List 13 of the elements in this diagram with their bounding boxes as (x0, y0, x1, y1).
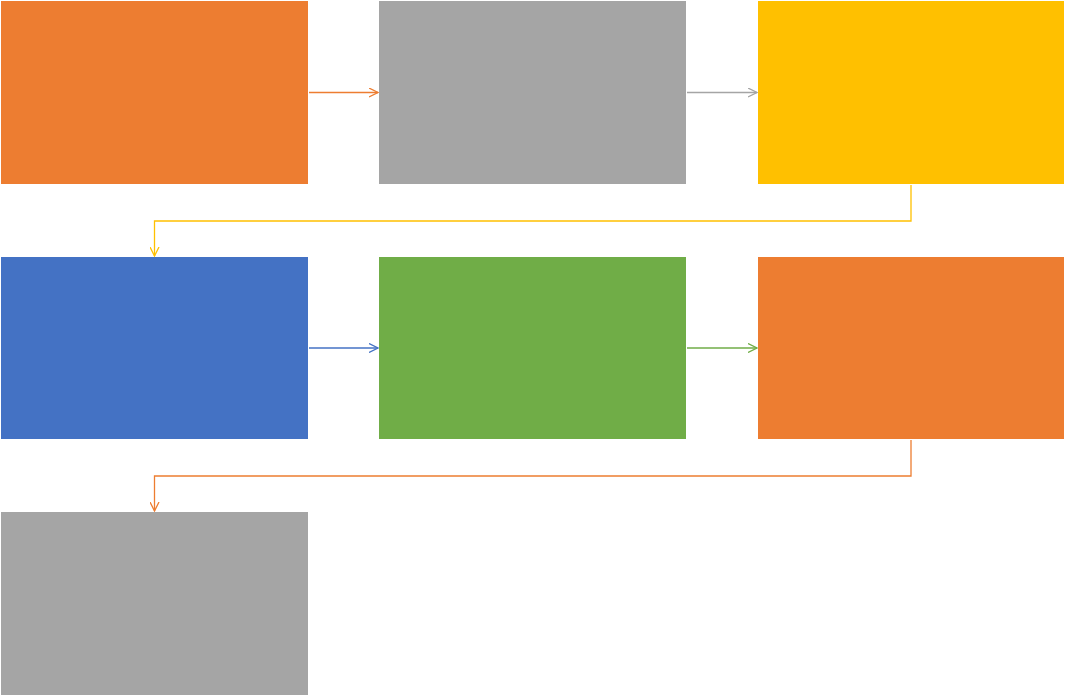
process-box (758, 257, 1064, 439)
arrow (308, 87, 379, 98)
arrow (686, 87, 758, 98)
process-box (379, 257, 686, 439)
process-box (1, 1, 308, 184)
process-box (379, 1, 686, 184)
process-box (1, 512, 308, 695)
process-box (758, 1, 1064, 184)
process-box (1, 257, 308, 439)
arrow (149, 439, 912, 512)
arrow (308, 342, 379, 354)
arrow (686, 342, 758, 354)
arrow (149, 184, 912, 257)
